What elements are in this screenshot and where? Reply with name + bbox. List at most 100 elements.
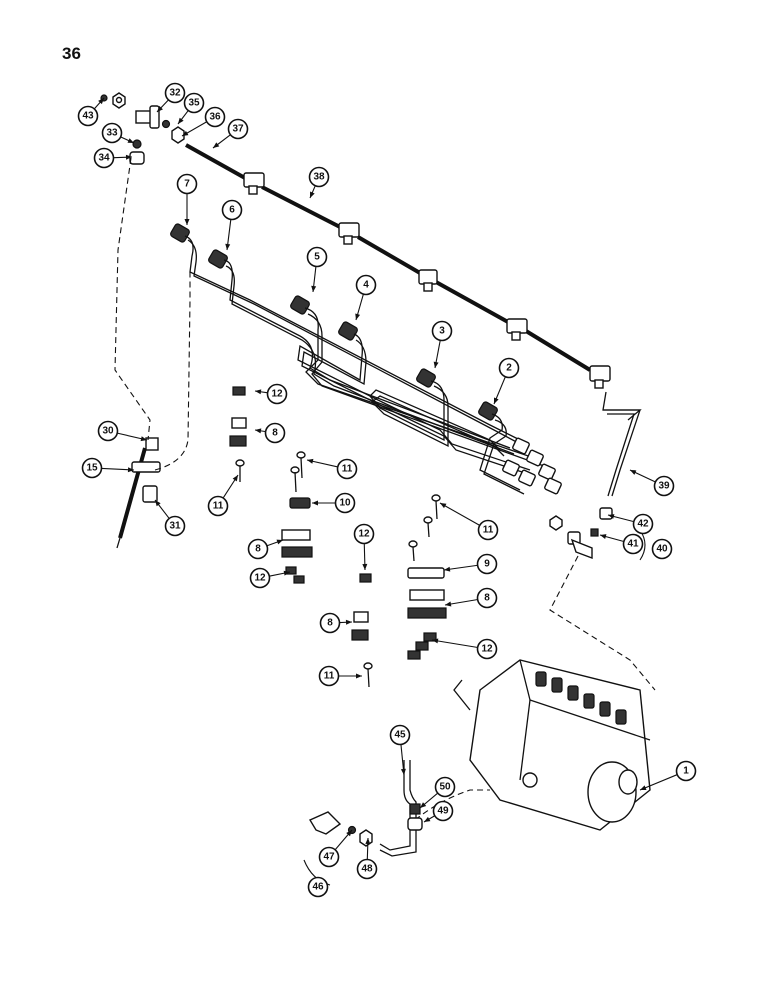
leader-arrowhead	[155, 500, 161, 507]
callout-label: 30	[102, 426, 114, 437]
callout-circle	[318, 665, 340, 687]
clamp-8-c-upper	[409, 589, 445, 601]
pump-end-fitting-2	[526, 449, 544, 467]
elbow-46	[308, 811, 342, 835]
callout-c45: 45	[389, 724, 411, 776]
callout-c43: 43	[77, 97, 105, 127]
callout-c35: 35	[177, 92, 205, 125]
leader-arrowhead	[432, 638, 439, 644]
callout-label: 31	[169, 521, 181, 532]
line-3	[369, 380, 501, 451]
callout-c46: 46	[307, 876, 329, 898]
leader-arrowhead	[444, 566, 451, 572]
callout-circle	[476, 638, 498, 660]
leader-arrowhead	[433, 361, 439, 368]
pump-end-fitting-4	[544, 477, 562, 495]
callout-circle	[227, 118, 249, 140]
callout-circle	[498, 357, 520, 379]
leader-arrowhead	[445, 601, 452, 607]
dash-line-34-to-30	[114, 157, 151, 441]
callout-circle	[249, 567, 271, 589]
clamp-8-a-upper	[231, 417, 247, 429]
leader-arrowhead	[630, 470, 637, 475]
line-7b	[187, 239, 525, 447]
leader-arrowhead	[362, 563, 368, 570]
leader-arrowhead	[283, 570, 290, 576]
callout-c8d: 8	[319, 612, 353, 634]
fitting-49	[407, 817, 423, 831]
dash-line-banjo-to-pump	[549, 555, 656, 691]
callout-circle	[183, 92, 205, 114]
callout-label: 35	[188, 98, 200, 109]
line-39	[603, 409, 641, 497]
callout-label: 32	[169, 88, 181, 99]
leader-arrowhead	[125, 154, 132, 160]
leader-arrowhead	[127, 467, 134, 473]
callout-c42: 42	[607, 513, 654, 535]
line-4-connector	[338, 321, 358, 341]
callout-label: 6	[229, 205, 235, 216]
callout-circle	[675, 760, 697, 782]
callout-circle	[204, 106, 226, 128]
leader-arrowhead	[345, 619, 352, 625]
line-4	[297, 333, 531, 471]
screw-11-e	[423, 516, 433, 538]
screw-11-b	[296, 451, 306, 479]
line-45-outer	[379, 760, 417, 857]
callout-label: 11	[342, 464, 353, 475]
leader-line	[439, 502, 480, 526]
screw-11-g	[363, 662, 373, 688]
line-2-connector	[478, 401, 498, 421]
callout-circle	[97, 420, 119, 442]
screw-11-d	[431, 494, 441, 520]
pump-end-fitting-5	[518, 469, 536, 487]
callout-label: 8	[272, 428, 278, 439]
return-tube-c	[435, 280, 509, 324]
callout-circle	[176, 173, 198, 195]
pump-outlet-4	[583, 693, 595, 709]
line-7	[184, 235, 521, 441]
tee-fitting-3	[418, 269, 438, 292]
callout-circle	[306, 246, 328, 268]
pump-end-fitting-3	[538, 463, 556, 481]
leader-arrowhead	[608, 514, 615, 519]
callout-c2: 2	[493, 357, 520, 405]
clamp-8-b-upper	[281, 529, 311, 541]
line-3b	[371, 385, 505, 457]
washer-35	[161, 119, 171, 129]
return-line	[185, 143, 642, 421]
callout-circle	[622, 533, 644, 555]
leader-arrowhead	[440, 503, 447, 509]
leader-arrowhead	[184, 219, 190, 225]
callout-c10: 10	[312, 492, 356, 514]
callout-label: 45	[394, 730, 406, 741]
callout-c50: 50	[419, 776, 456, 809]
callout-label: 4	[363, 280, 369, 291]
pump-end-fitting-1	[512, 437, 530, 455]
callout-label: 37	[232, 124, 244, 135]
callout-label: 48	[361, 864, 373, 875]
callout-c11d: 11	[318, 665, 362, 687]
pump-shaft	[618, 769, 638, 795]
callout-circle	[319, 612, 341, 634]
leader-arrowhead	[213, 142, 220, 148]
line-2b	[483, 419, 525, 495]
leader-arrowhead	[355, 313, 361, 320]
callout-label: 11	[324, 671, 335, 682]
callout-c36: 36	[181, 106, 226, 137]
injector-fitting-30	[145, 437, 159, 451]
callout-circle	[77, 105, 99, 127]
callout-circle	[308, 166, 330, 188]
callout-c9: 9	[443, 553, 498, 575]
leader-arrowhead	[225, 243, 231, 250]
callout-c11b: 11	[207, 474, 239, 517]
banjo-body	[570, 538, 593, 560]
callout-c8c: 8	[444, 587, 498, 609]
callout-label: 15	[86, 463, 98, 474]
callout-circle	[164, 515, 186, 537]
callout-c30: 30	[97, 420, 148, 442]
callout-label: 50	[439, 782, 451, 793]
callout-c11c: 11	[439, 502, 499, 541]
fitting-50	[409, 803, 421, 815]
